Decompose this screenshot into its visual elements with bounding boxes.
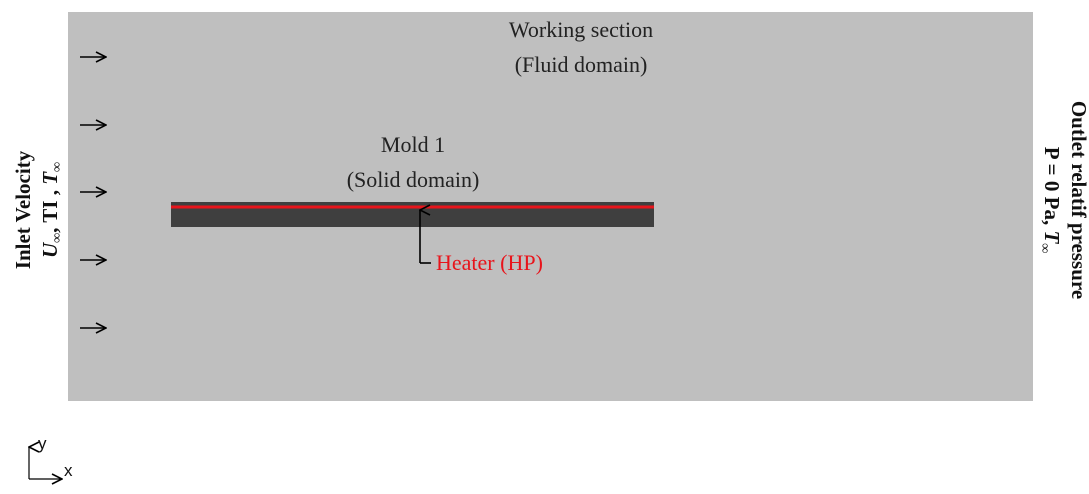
inlet-middle: , TI , xyxy=(38,185,62,233)
inlet-U-sub: ∞ xyxy=(50,233,65,243)
working-section-label: Working section xyxy=(509,17,653,42)
solid-domain-label: (Solid domain) xyxy=(347,167,480,192)
outlet-label-group: Outlet relatif pressure xyxy=(1067,101,1089,299)
fluid-domain-label: (Fluid domain) xyxy=(515,52,648,77)
outlet-prefix: P = 0 Pa, xyxy=(1040,147,1064,231)
y-axis-label: y xyxy=(38,434,47,453)
inlet-U: U xyxy=(38,241,62,258)
coordinate-axes: y x xyxy=(29,434,73,480)
outlet-label: Outlet relatif pressure xyxy=(1067,101,1089,299)
inlet-T-sub: ∞ xyxy=(50,162,65,172)
inlet-conditions: U∞, TI , T∞ xyxy=(38,162,65,258)
heater-label: Heater (HP) xyxy=(436,250,543,275)
inlet-label: Inlet Velocity xyxy=(11,150,35,269)
mold-label: Mold 1 xyxy=(381,132,445,157)
x-axis-label: x xyxy=(64,461,73,480)
inlet-T: T xyxy=(38,171,62,185)
outlet-T-sub: ∞ xyxy=(1037,243,1052,253)
outlet-T: T xyxy=(1040,230,1064,244)
outlet-conditions-group: P = 0 Pa, T∞ xyxy=(1037,147,1064,254)
inlet-arrows xyxy=(80,57,106,328)
outlet-conditions: P = 0 Pa, T∞ xyxy=(1037,147,1064,254)
inlet-conditions-group: U∞, TI , T∞ xyxy=(38,162,65,258)
inlet-label-group: Inlet Velocity xyxy=(11,150,35,269)
